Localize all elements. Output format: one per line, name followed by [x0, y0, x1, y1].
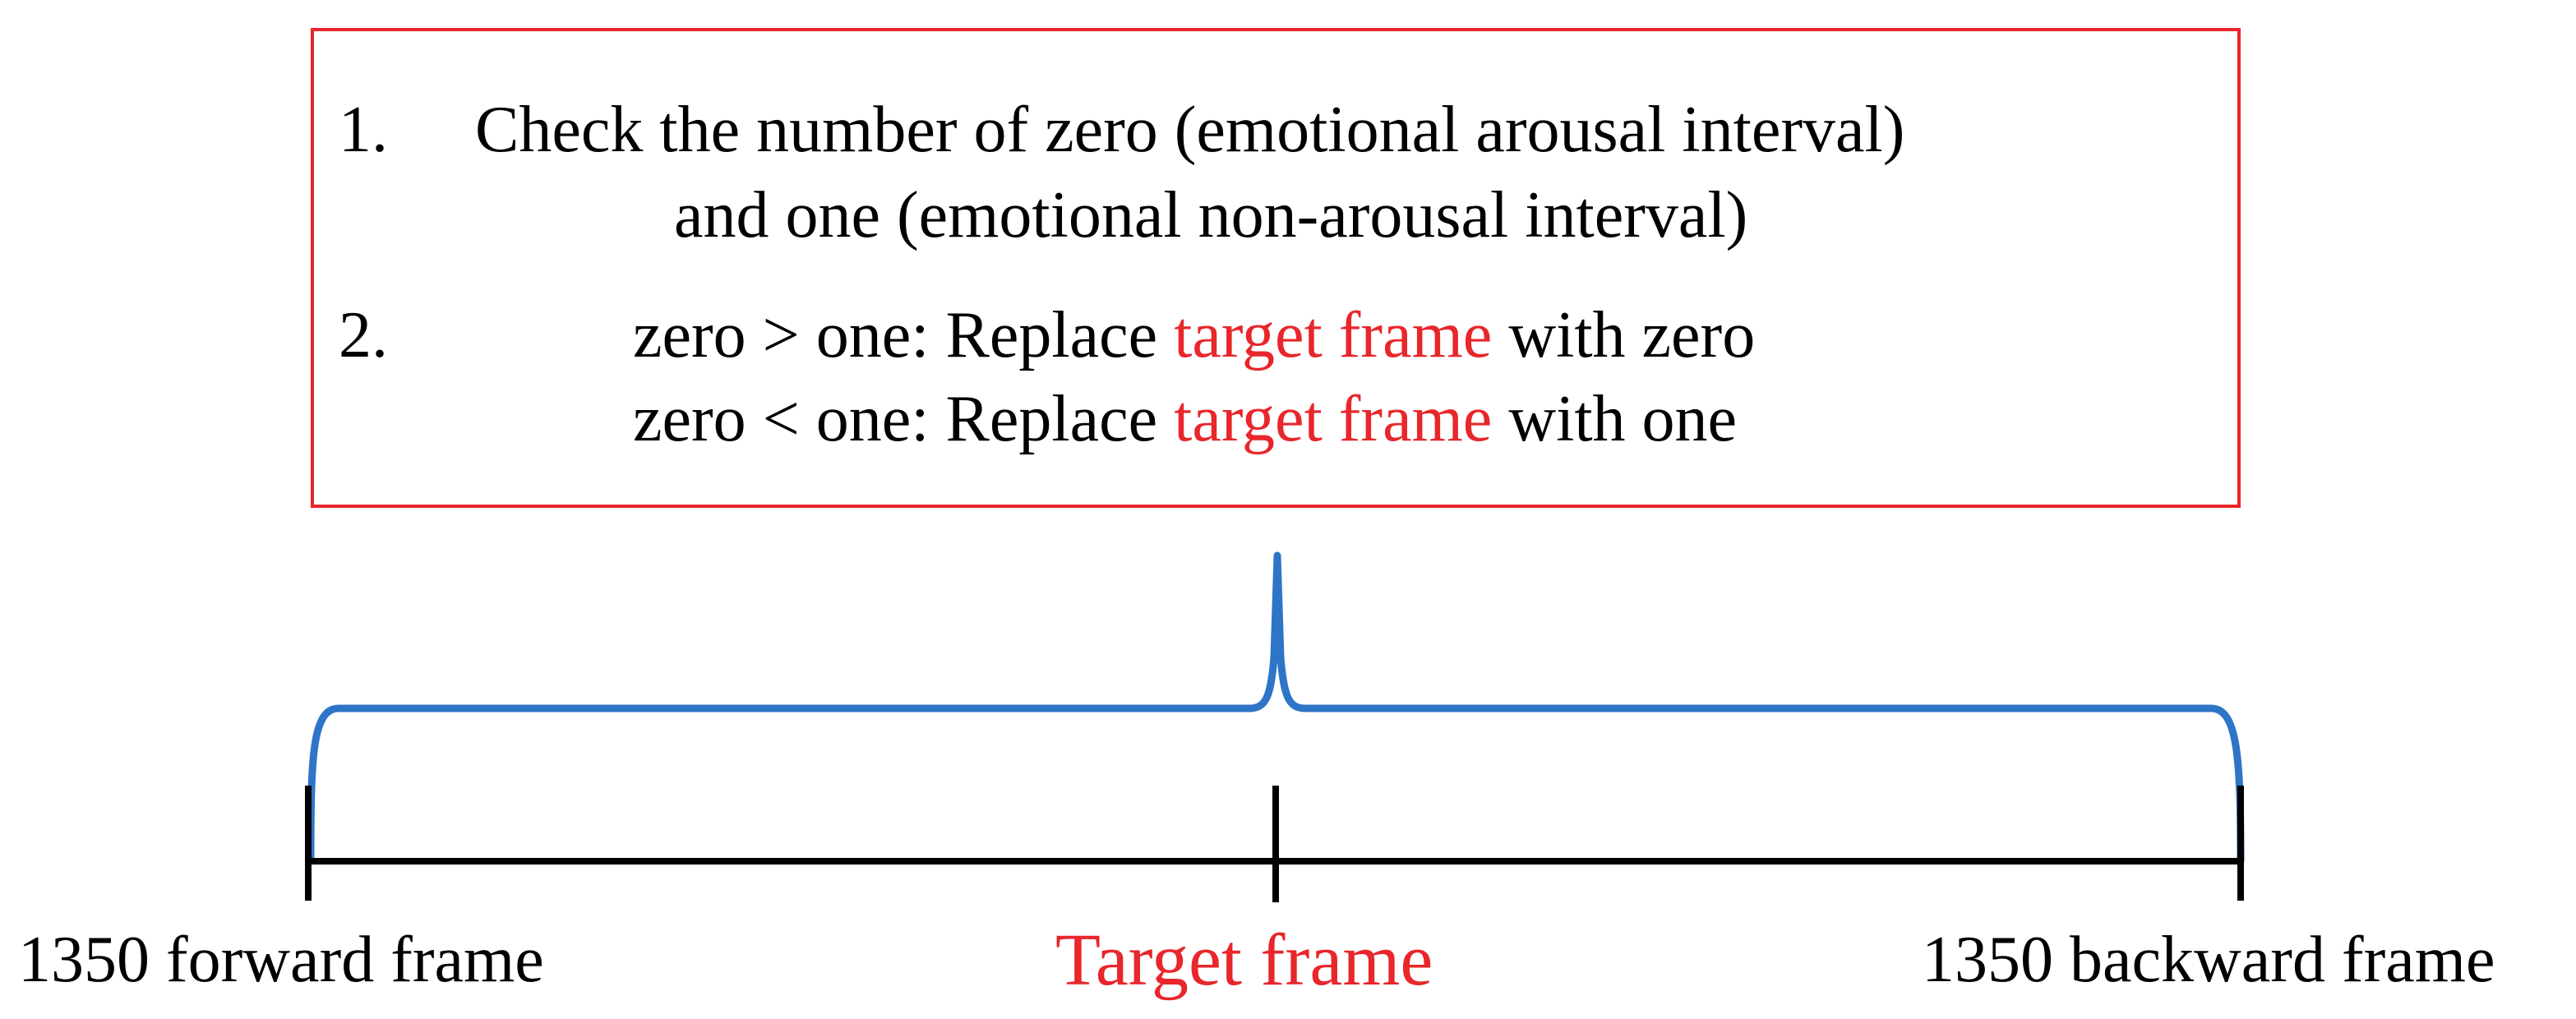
step-2-case-a-prefix: zero > one: Replace — [633, 299, 1175, 371]
step-2-case-a: zero > one: Replace target frame with ze… — [633, 302, 1755, 368]
step-2-case-b-suffix: with one — [1492, 383, 1738, 455]
step-2-number: 2. — [339, 299, 388, 371]
step-2-case-b: zero < one: Replace target frame with on… — [633, 386, 1737, 452]
step-1-line-2: and one (emotional non-arousal interval) — [674, 179, 1748, 251]
right-label: 1350 backward frame — [1922, 924, 2495, 996]
step-2-case-b-prefix: zero < one: Replace — [633, 383, 1175, 455]
step-2-case-a-suffix: with zero — [1492, 299, 1756, 371]
step-1-number: 1. — [339, 94, 388, 166]
left-label: 1350 forward frame — [18, 924, 544, 996]
rule-box — [311, 28, 2241, 508]
center-label: Target frame — [1055, 920, 1433, 1001]
step-2-case-a-highlight: target frame — [1174, 299, 1493, 371]
step-1-line-1: Check the number of zero (emotional arou… — [475, 94, 1905, 166]
curly-brace — [307, 551, 2245, 865]
step-2-case-b-highlight: target frame — [1174, 383, 1493, 455]
